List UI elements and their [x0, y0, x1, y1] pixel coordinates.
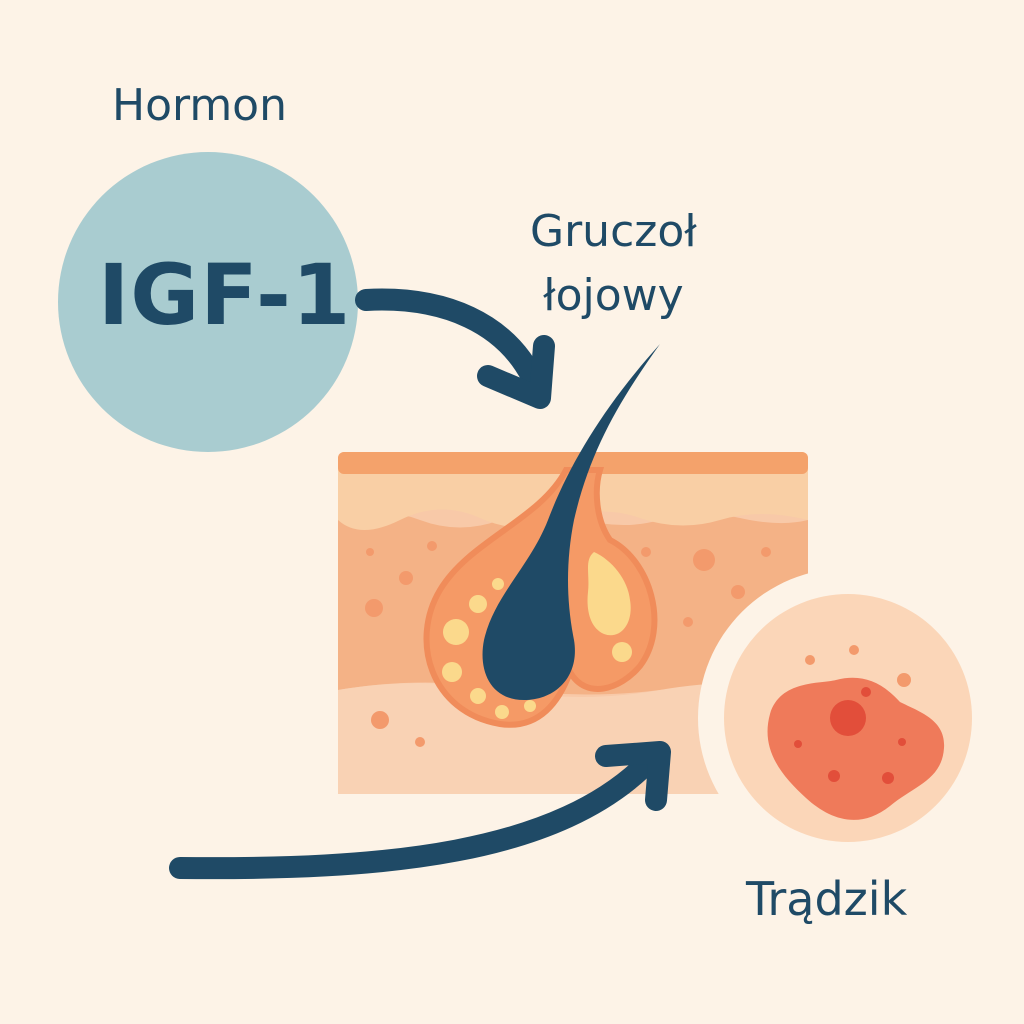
hair-follicle-icon: [482, 344, 660, 700]
arrow-to-acne: [169, 741, 671, 880]
hormone-caption: Hormon: [112, 80, 287, 131]
hormone-name: IGF-1: [98, 246, 352, 344]
acne-lesion-icon: [698, 568, 998, 868]
gland-label: Gruczoł łojowy: [530, 200, 697, 328]
arrow-hormone-to-gland: [355, 288, 555, 409]
acne-label: Trądzik: [746, 872, 908, 926]
hormone-circle-icon: [58, 152, 358, 452]
gland-label-line2: łojowy: [543, 270, 684, 321]
gland-label-line1: Gruczoł: [530, 206, 697, 257]
